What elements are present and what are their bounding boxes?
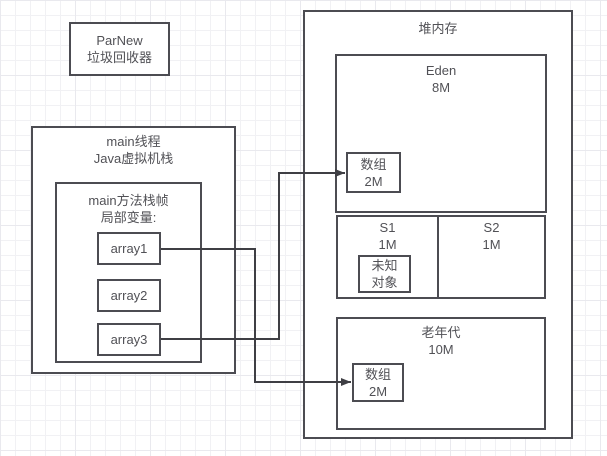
local-var-array3-label: array3 bbox=[110, 332, 148, 347]
s1-unknown-object-box[interactable]: 未知 对象 bbox=[358, 255, 411, 293]
stack-frame-line1: main方法栈帧 bbox=[88, 193, 169, 208]
local-var-array1-label: array1 bbox=[110, 241, 148, 256]
stack-frame-line2: 局部变量: bbox=[100, 210, 157, 225]
local-var-array1-box[interactable]: array1 bbox=[97, 232, 161, 265]
eden-array-object-line1: 数组 bbox=[360, 156, 387, 172]
eden-array-object-line2: 2M bbox=[364, 173, 383, 189]
thread-stack-line2: Java虚拟机栈 bbox=[93, 151, 174, 166]
s1-unknown-object-line1: 未知 bbox=[371, 258, 398, 273]
eden-array-object-box[interactable]: 数组 2M bbox=[346, 152, 401, 193]
s1-size: 1M bbox=[378, 237, 397, 252]
parnew-gc-line1: ParNew bbox=[96, 33, 143, 48]
local-var-array2-label: array2 bbox=[110, 288, 148, 303]
thread-stack-line1: main线程 bbox=[106, 134, 161, 149]
heap-memory-title: 堆内存 bbox=[418, 21, 458, 36]
s2-name: S2 bbox=[483, 220, 500, 235]
local-var-array3-box[interactable]: array3 bbox=[97, 323, 161, 356]
s1-name: S1 bbox=[379, 220, 396, 235]
old-generation-size: 10M bbox=[428, 342, 454, 357]
local-var-array2-box[interactable]: array2 bbox=[97, 279, 161, 312]
oldgen-array-object-line2: 2M bbox=[368, 383, 388, 399]
parnew-gc-box[interactable]: ParNew 垃圾回收器 bbox=[69, 22, 170, 76]
eden-box[interactable]: Eden 8M bbox=[335, 54, 547, 213]
old-generation-name: 老年代 bbox=[421, 325, 461, 340]
oldgen-array-object-box[interactable]: 数组 2M bbox=[352, 363, 404, 402]
eden-name: Eden bbox=[425, 63, 457, 78]
s1-unknown-object-line2: 对象 bbox=[371, 275, 398, 290]
oldgen-array-object-line1: 数组 bbox=[364, 366, 391, 382]
survivor-s2-box[interactable]: S2 1M bbox=[437, 215, 546, 299]
s2-size: 1M bbox=[482, 237, 501, 252]
eden-size: 8M bbox=[431, 80, 451, 95]
parnew-gc-line2: 垃圾回收器 bbox=[86, 50, 152, 65]
